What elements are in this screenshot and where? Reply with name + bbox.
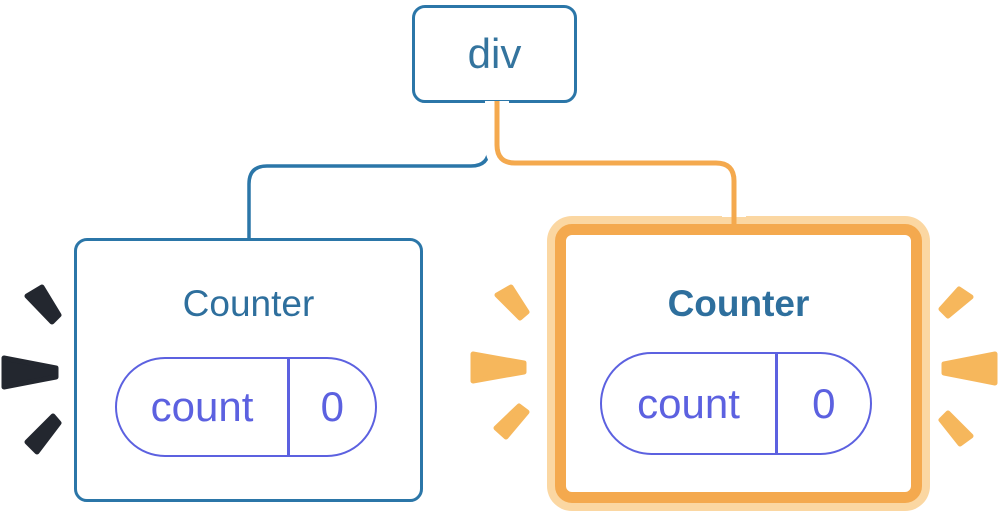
left-counter-card: Counter count 0 [74, 238, 423, 502]
left-counter-state-pill: count 0 [115, 357, 377, 457]
edge-div-to-right-counter [494, 101, 737, 230]
state-value: 0 [812, 379, 836, 427]
spark-mark-icon [493, 403, 530, 440]
state-key-label: count [637, 379, 740, 427]
update-sparks-right-counter-left [470, 284, 530, 440]
div-node: div [412, 5, 577, 103]
spark-mark-icon [494, 284, 530, 321]
spark-mark-icon [938, 286, 974, 319]
state-value: 0 [320, 383, 344, 430]
render-sparks-left-counter [1, 284, 62, 455]
spark-mark-icon [470, 351, 527, 384]
edge-div-to-right-counter-casing [485, 101, 746, 217]
spark-mark-icon [24, 413, 62, 455]
pill-divider [775, 354, 778, 453]
spark-mark-icon [1, 355, 59, 390]
pill-divider [287, 359, 290, 455]
right-counter-title: Counter [667, 283, 810, 324]
update-sparks-right-counter-right [938, 286, 998, 447]
state-key-label: count [150, 383, 254, 430]
edge-div-to-left-counter [247, 101, 491, 240]
div-node-label: div [467, 30, 522, 77]
right-counter-card-highlighted: Counter count 0 [555, 224, 922, 503]
left-counter-title: Counter [182, 283, 315, 324]
spark-mark-icon [938, 410, 974, 447]
spark-mark-icon [24, 284, 62, 325]
spark-mark-icon [941, 351, 998, 386]
right-counter-state-pill: count 0 [600, 352, 872, 455]
